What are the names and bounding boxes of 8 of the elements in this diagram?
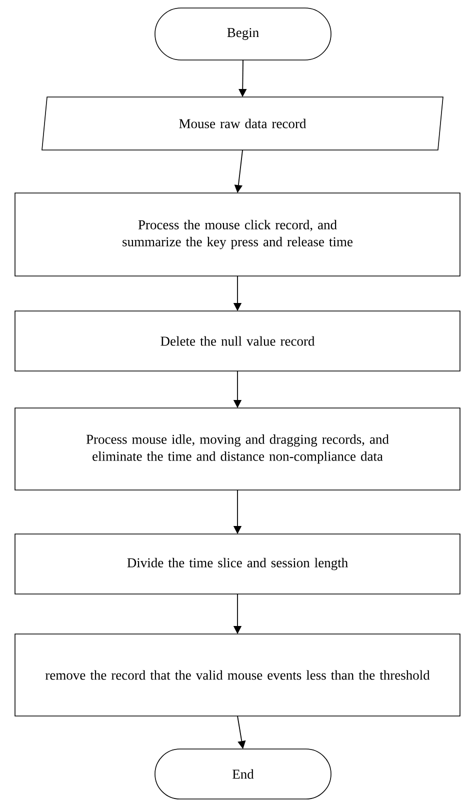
process-box: Delete the null value record	[14, 310, 460, 372]
data-parallelogram: Mouse raw data record	[42, 96, 444, 150]
process-box: Divide the time slice and session length	[14, 534, 460, 594]
process-box: Process the mouse click record, and summarize the key press and release time	[14, 192, 460, 276]
terminal-box: Begin	[154, 8, 332, 60]
terminal-box: End	[154, 748, 332, 800]
process-box: Process mouse idle, moving and dragging records, and eliminate the time and distance non-compliance data	[14, 408, 460, 490]
process-box: remove the record that the valid mouse events less than the threshold	[14, 634, 460, 716]
